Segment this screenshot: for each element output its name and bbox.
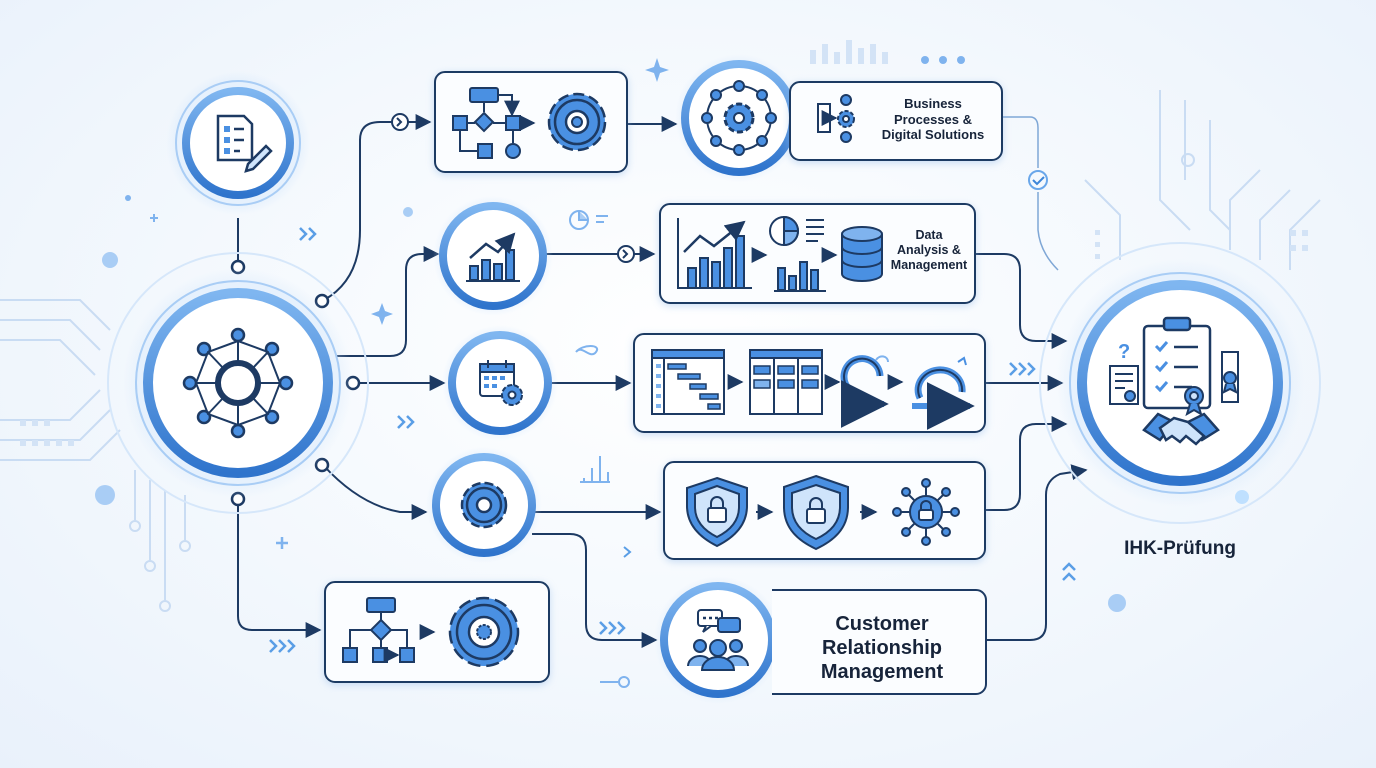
gear-icon xyxy=(448,596,520,668)
iteration-loop-icon xyxy=(912,356,975,430)
handshake-icon xyxy=(1142,412,1220,446)
network-gear-node xyxy=(675,54,803,182)
checklist-node xyxy=(166,71,310,215)
data-label-line-3: Management xyxy=(890,258,968,272)
shield-lock-icon xyxy=(783,474,849,551)
it-security-card xyxy=(663,461,986,560)
growth-chart-node xyxy=(433,196,553,316)
dashed-connectors xyxy=(1003,116,1059,271)
gear-icon xyxy=(547,92,607,152)
flowchart-gear-card xyxy=(434,71,628,173)
crm-label-line-3: Management xyxy=(820,661,944,683)
flowchart-icon xyxy=(342,597,415,663)
calendar-gear-icon xyxy=(479,360,523,406)
data-analysis-card xyxy=(659,203,976,304)
kanban-board-icon xyxy=(749,349,823,415)
pixel-dots xyxy=(20,40,1308,446)
network-hub-icon xyxy=(182,327,294,439)
project-planning-card xyxy=(633,333,986,433)
flowchart-icon xyxy=(452,87,536,159)
business-label-line-2: Processes & xyxy=(893,111,973,127)
network-gear-icon xyxy=(701,80,777,156)
data-label-line-1: Data xyxy=(915,228,943,242)
line-bar-chart-icon xyxy=(677,218,752,289)
data-label-line-2: Analysis & xyxy=(897,243,961,257)
crm-label-line-2: Relationship xyxy=(821,637,942,659)
cycle-arrows-icon xyxy=(840,355,889,428)
chevron-decorations xyxy=(269,227,1076,653)
circuit-decoration-right xyxy=(1084,90,1321,270)
crm-card xyxy=(772,589,987,695)
gantt-chart-icon xyxy=(651,349,725,415)
data-analysis-label: Data Analysis & Management xyxy=(880,228,978,273)
certificate-icon: ? xyxy=(1109,341,1239,417)
crm-label: Customer Relationship Management xyxy=(792,612,972,684)
business-label-line-3: Digital Solutions xyxy=(881,127,985,143)
gear-icon xyxy=(460,481,508,529)
process-automation-card xyxy=(324,581,550,683)
decorative-dots xyxy=(95,56,1249,612)
svg-text:?: ? xyxy=(1118,341,1130,363)
shield-lock-icon xyxy=(686,476,748,548)
business-label-line-1: Business xyxy=(904,96,962,111)
exam-label: IHK-Prüfung xyxy=(1124,538,1236,559)
crm-label-line-1: Customer xyxy=(835,613,929,635)
process-flow-icon xyxy=(817,94,855,143)
growth-chart-icon xyxy=(466,232,520,282)
connectors xyxy=(237,114,1088,648)
small-arrow-badges xyxy=(391,113,635,263)
gear-node xyxy=(426,447,542,563)
business-processes-label: Business Processes & Digital Solutions xyxy=(870,96,996,143)
central-hub-node xyxy=(107,252,369,514)
team-chat-icon xyxy=(687,609,749,671)
network-lock-icon xyxy=(892,478,960,546)
calendar-gear-node xyxy=(442,325,558,441)
pie-chart-icon xyxy=(769,215,826,292)
circuit-decoration-left xyxy=(0,299,191,612)
business-processes-card xyxy=(789,81,1003,161)
checklist-icon xyxy=(216,114,273,173)
team-chat-node xyxy=(654,576,782,704)
database-icon xyxy=(841,226,883,282)
exam-node: ? xyxy=(1039,242,1321,524)
sparkle-icons xyxy=(150,58,669,549)
